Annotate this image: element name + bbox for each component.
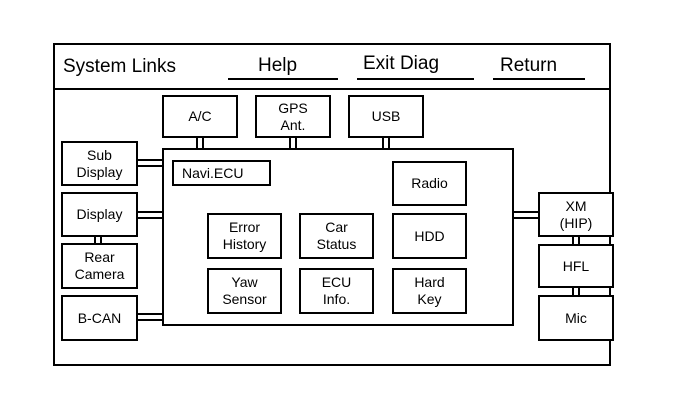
sub-display-button[interactable]: Sub Display	[61, 141, 138, 186]
yaw-sensor-button[interactable]: Yaw Sensor	[207, 268, 282, 314]
b-can-button[interactable]: B-CAN	[61, 295, 138, 341]
connector	[137, 319, 163, 321]
connector	[137, 159, 163, 161]
usb-module-button[interactable]: USB	[348, 95, 424, 138]
connector	[572, 287, 574, 296]
hard-key-button[interactable]: Hard Key	[392, 268, 467, 314]
header-divider	[53, 88, 611, 90]
page-title: System Links	[63, 56, 176, 77]
connector	[578, 287, 580, 296]
exit-diag-button[interactable]: Exit Diag	[363, 53, 440, 74]
ac-module-button[interactable]: A/C	[162, 95, 238, 138]
connector	[137, 217, 163, 219]
connector	[100, 236, 102, 244]
connector	[137, 313, 163, 315]
connector	[289, 137, 291, 149]
exit-diag-underline	[357, 78, 474, 80]
help-underline	[228, 78, 338, 80]
ecu-info-button[interactable]: ECU Info.	[299, 268, 374, 314]
connector	[137, 211, 163, 213]
radio-button[interactable]: Radio	[392, 161, 467, 206]
error-history-button[interactable]: Error History	[207, 213, 282, 259]
hdd-button[interactable]: HDD	[392, 213, 467, 259]
connector	[202, 137, 204, 149]
mic-button[interactable]: Mic	[538, 295, 614, 341]
display-button[interactable]: Display	[61, 192, 138, 237]
connector	[388, 137, 390, 149]
rear-camera-button[interactable]: Rear Camera	[61, 243, 138, 289]
connector	[94, 236, 96, 244]
return-button[interactable]: Return	[500, 55, 558, 76]
connector	[572, 236, 574, 245]
connector	[295, 137, 297, 149]
navi-ecu-label: Navi.ECU	[172, 160, 271, 186]
connector	[513, 217, 539, 219]
connector	[196, 137, 198, 149]
connector	[578, 236, 580, 245]
car-status-button[interactable]: Car Status	[299, 213, 374, 259]
connector	[382, 137, 384, 149]
xm-hip-button[interactable]: XM (HIP)	[538, 192, 614, 237]
help-button[interactable]: Help	[258, 55, 298, 76]
connector	[137, 165, 163, 167]
hfl-button[interactable]: HFL	[538, 244, 614, 288]
gps-antenna-button[interactable]: GPS Ant.	[255, 95, 331, 138]
connector	[513, 211, 539, 213]
return-underline	[493, 78, 585, 80]
